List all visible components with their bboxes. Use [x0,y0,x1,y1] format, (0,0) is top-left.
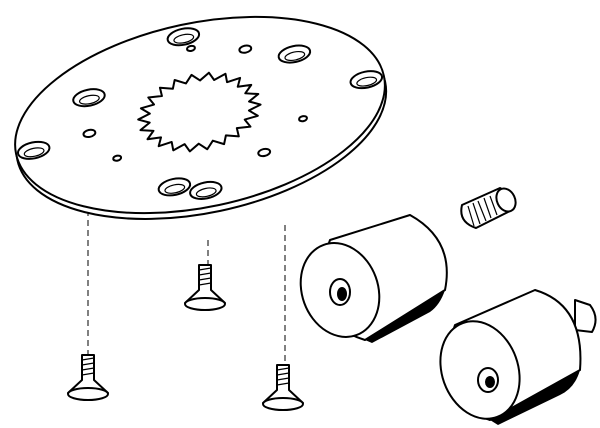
shock-absorber-2 [439,289,597,425]
spline-bore [137,71,262,153]
shock-absorber-1 [299,214,448,343]
screw [67,354,109,401]
screw [184,264,226,311]
mounting-holes [16,27,384,200]
guide-lines [87,210,286,368]
mounting-plate [14,15,388,220]
screw [262,364,304,411]
set-screw [460,187,517,229]
threaded-holes [82,44,308,162]
